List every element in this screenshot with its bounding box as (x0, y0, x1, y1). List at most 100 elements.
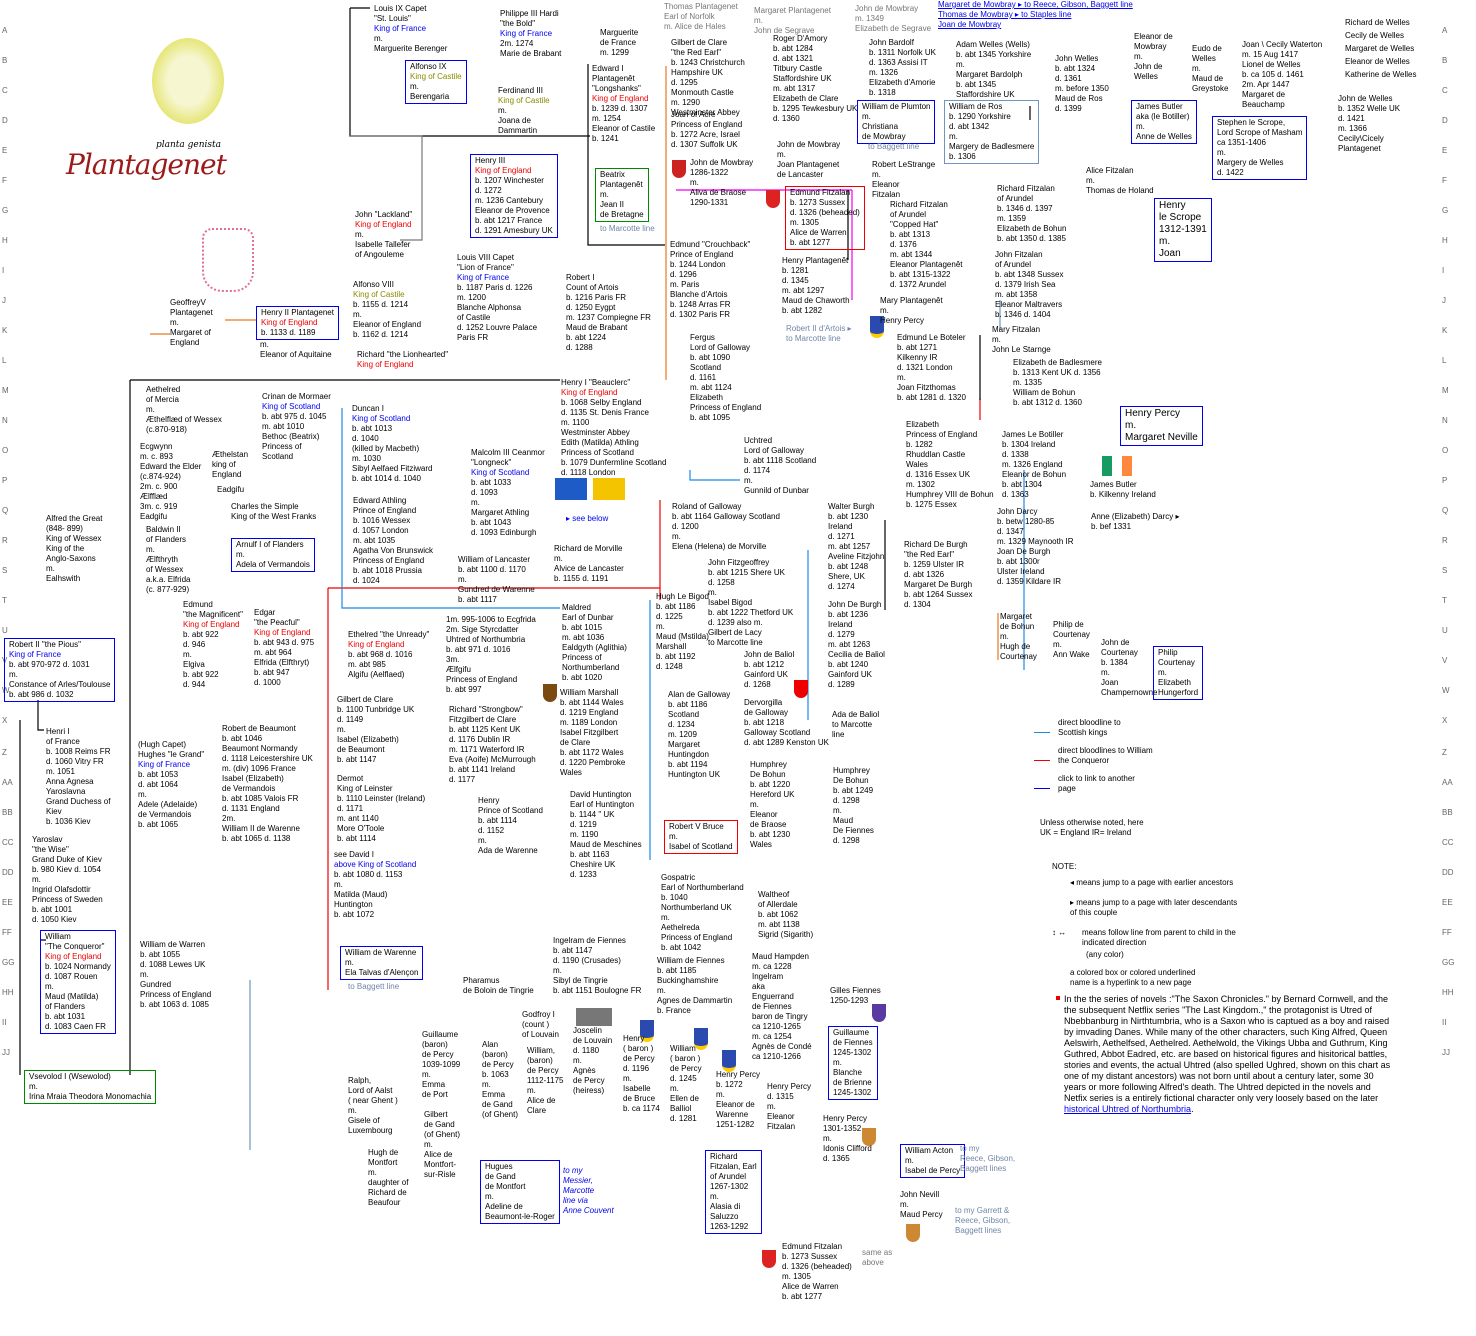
person-name: John "Lackland" (355, 210, 413, 219)
person-detail: m. 1329 Maynooth IR (997, 537, 1074, 546)
person-detail: 1039-1099 (422, 1060, 461, 1069)
person-detail: Princess of England (671, 120, 743, 129)
baggett-line-link[interactable]: to Baggett line (348, 982, 399, 992)
row-label: Z (2, 748, 7, 757)
person-name: Humphrey (833, 766, 870, 775)
person-vsevolod-i[interactable]: Vsevolod I (Wsewolod)m.Irina Mraia Theod… (24, 1070, 157, 1104)
person-detail: m. (9, 670, 18, 679)
person-detail: b. abt 970-972 d. 1031 (9, 660, 90, 669)
person-name: Ferdinand III (498, 86, 543, 95)
person-detail: d. 1272 (475, 186, 502, 195)
person-detail: daughter of (368, 1178, 409, 1187)
person-detail: b. 980 Kiev d. 1054 (32, 865, 101, 874)
person-detail: d. 1347 (997, 527, 1024, 536)
person-name: Richard Fitzalan (997, 184, 1055, 193)
person-name: Joan of Acre (671, 110, 716, 119)
person-name: James Butler (1090, 480, 1137, 489)
person-robert-ii-artois[interactable]: Robert II d'Artois ▸to Marcotte line (786, 324, 852, 344)
row-label: L (2, 356, 7, 365)
mowbray-links[interactable]: Margaret de Mowbray ▸ to Reece, Gibson, … (938, 0, 1133, 30)
person-detail: 1245-1302 (833, 1088, 872, 1097)
person-detail: d. 1118 Leicestershire UK (222, 754, 313, 763)
marcotte-line-link[interactable]: to Marcotte line (600, 224, 655, 234)
person-detail: d. 1161 (690, 373, 717, 382)
person-detail: Agatha Von Brunswick (353, 546, 434, 555)
coat-of-arms-icon (766, 190, 780, 208)
person-detail: m. 1335 (1013, 378, 1042, 387)
person-detail: m. (623, 1074, 632, 1083)
person-detail: b. abt 1304 (1002, 480, 1043, 489)
see-below-link[interactable]: ▸ see below (566, 514, 608, 524)
person-name: Anne (Elizabeth) Darcy ▸ (1091, 512, 1180, 521)
person-detail: "the Peacful" (254, 618, 300, 627)
row-label: I (1442, 266, 1445, 275)
person-detail: Constance of Arles/Toulouse (9, 680, 111, 689)
person-anne-darcy[interactable]: Anne (Elizabeth) Darcy ▸b. bef 1331 (1091, 512, 1180, 532)
person-detail: b. abt 1222 Thetford UK (708, 608, 794, 617)
person-detail: De Fiennes (833, 826, 874, 835)
person-detail: m. 1326 England (1002, 460, 1063, 469)
person-name: Arnulf I of Flanders (236, 540, 304, 549)
person-detail: d. 1365 (823, 1154, 850, 1163)
person-detail: b. abt 1043 (471, 518, 512, 527)
person-detail: Eleanor of England (353, 320, 422, 329)
person-detail: Hughes "le Grand" (138, 750, 205, 759)
person-detail: Ellen de (670, 1094, 699, 1103)
person-detail: Margery de Welles (1217, 158, 1284, 167)
person-richard-lionheart[interactable]: Richard "the Lionhearted"King of England (357, 350, 448, 370)
person-detail: b. 1155 d. 1214 (353, 300, 409, 309)
person-detail: Huntington UK (668, 770, 721, 779)
uhtred-historical-link[interactable]: historical Uhtred of Northumbria (1064, 1104, 1192, 1114)
person-detail: d. 1258 (708, 578, 735, 587)
person-detail: Ælfflæd (140, 492, 168, 501)
baggett-line-link[interactable]: to Baggett line (868, 142, 919, 152)
garrett-reece-link[interactable]: to my Garrett &Reece, Gibson,Baggett lin… (955, 1206, 1010, 1236)
person-detail: b. ca 1174 (623, 1104, 660, 1113)
person-detail: m. c. 893 (140, 452, 173, 461)
person-detail: m. abt 1344 (890, 250, 933, 259)
person-detail: b. abt 1062 (758, 910, 799, 919)
person-detail: Princess of (262, 442, 302, 451)
coat-of-arms-icon (640, 1020, 654, 1042)
person-detail: b. abt 1015 (562, 623, 603, 632)
person-detail: Courtenay (1158, 658, 1195, 667)
person-name: James Butler (1136, 102, 1183, 111)
person-detail: Hampshire UK (671, 68, 724, 77)
